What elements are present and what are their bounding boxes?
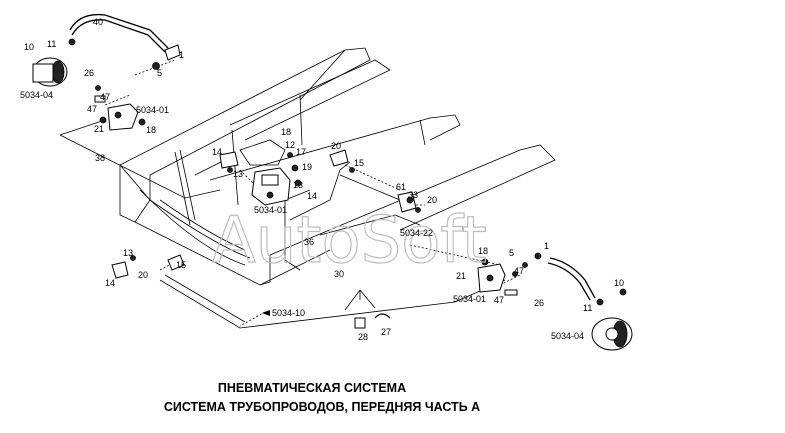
valve-right — [477, 252, 542, 296]
right-fitting-block — [329, 149, 421, 213]
part-label: 18 — [146, 125, 156, 135]
fitting-group-left — [95, 44, 181, 91]
part-label: 61 — [396, 182, 406, 192]
part-label: 47 — [494, 295, 504, 305]
part-label: 40 — [93, 17, 103, 27]
part-label: 14 — [307, 191, 317, 201]
ref-valve-right: 5034-01 — [453, 294, 486, 304]
part-label: 1 — [544, 241, 549, 251]
part-number-labels: 40 10 11 1 5 26 47 47 21 18 38 18 12 17 … — [24, 17, 624, 342]
part-label: 30 — [334, 269, 344, 279]
clip-parts — [354, 313, 391, 329]
part-label: 13 — [123, 248, 133, 258]
part-label: 13 — [233, 169, 243, 179]
brake-chamber-left — [32, 38, 76, 87]
part-label: 12 — [285, 140, 295, 150]
part-label: 1 — [179, 50, 184, 60]
part-label: 15 — [176, 260, 186, 270]
part-label: 47 — [100, 92, 110, 102]
part-label: 18 — [478, 246, 488, 256]
part-label: 33 — [408, 190, 418, 200]
watermark-text: AutoSoft — [212, 204, 487, 278]
part-label: 19 — [302, 162, 312, 172]
part-label: 26 — [84, 68, 94, 78]
part-label: 20 — [331, 141, 341, 151]
part-label: 5 — [509, 248, 514, 258]
title-line-2: СИСТЕМА ТРУБОПРОВОДОВ, ПЕРЕДНЯЯ ЧАСТЬ А — [164, 400, 480, 414]
arrow-icon — [262, 310, 270, 316]
part-label: 13 — [293, 180, 303, 190]
ref-pipe-bottom: 5034-10 — [272, 308, 305, 318]
part-label: 10 — [614, 278, 624, 288]
part-label: 14 — [105, 278, 115, 288]
pipe-lines — [59, 13, 596, 329]
part-label: 28 — [358, 332, 368, 342]
ref-right-block: 5034-22 — [400, 228, 433, 238]
ref-center-unit: 5034-01 — [254, 205, 287, 215]
ref-chamber-right: 5034-04 — [551, 331, 584, 341]
part-label: 27 — [381, 327, 391, 337]
part-label: 21 — [456, 271, 466, 281]
part-label: 38 — [95, 153, 105, 163]
title-line-1: ПНЕВМАТИЧЕСКАЯ СИСТЕМА — [218, 381, 406, 395]
reference-codes: 5034-04 5034-01 5034-01 5034-22 5034-01 … — [20, 90, 584, 341]
part-label: 21 — [94, 124, 104, 134]
part-label: 47 — [514, 266, 524, 276]
brake-chamber-right — [591, 288, 633, 351]
valve-left — [94, 95, 146, 131]
part-label: 11 — [47, 39, 56, 49]
ref-valve-left: 5034-01 — [136, 105, 169, 115]
part-label: 20 — [427, 195, 437, 205]
part-label: 5 — [157, 68, 162, 78]
part-label: 36 — [304, 237, 314, 247]
center-valve-unit — [219, 151, 302, 206]
ref-chamber-left: 5034-04 — [20, 90, 53, 100]
part-label: 47 — [87, 104, 97, 114]
part-label: 15 — [354, 158, 364, 168]
part-label: 26 — [534, 298, 544, 308]
left-lower-fittings — [111, 254, 185, 279]
part-label: 20 — [138, 270, 148, 280]
chassis-frame — [119, 47, 556, 286]
part-label: 18 — [281, 127, 291, 137]
part-label: 14 — [212, 147, 222, 157]
part-label: 11 — [583, 303, 592, 313]
part-label: 10 — [24, 42, 34, 52]
part-label: 17 — [296, 147, 306, 157]
